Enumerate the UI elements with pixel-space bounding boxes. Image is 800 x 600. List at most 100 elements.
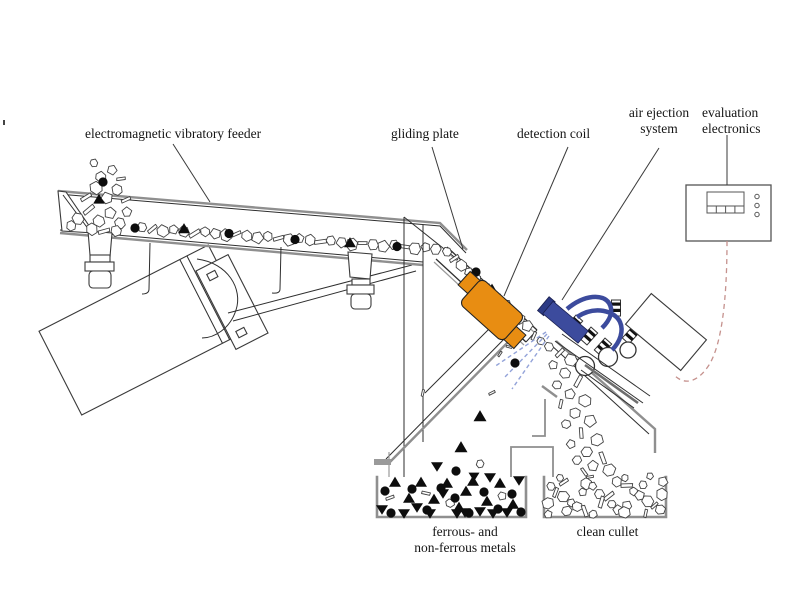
metals-bin-contents-piece xyxy=(450,493,460,503)
cullet-bin-contents-piece xyxy=(634,489,645,501)
cullet-bin-contents-piece xyxy=(543,509,553,519)
cullet-bin-contents-piece xyxy=(606,500,617,509)
cullet-stream-piece xyxy=(561,419,572,429)
material-on-feeder-piece xyxy=(392,241,402,252)
material-on-plate-piece xyxy=(441,246,453,257)
metals-bin-contents-piece xyxy=(474,507,486,517)
metals-bin-contents-piece xyxy=(487,509,499,519)
air-ejection-label-line1: air ejection xyxy=(628,105,690,120)
cullet-bin-contents-piece xyxy=(611,476,622,488)
cullet-bin-contents-piece xyxy=(597,495,605,509)
cullet-bin-contents-piece xyxy=(588,481,598,491)
metals-bin-contents-piece xyxy=(403,492,415,503)
cullet-stream-piece xyxy=(578,427,584,439)
metals-bin-label: ferrous- and non-ferrous metals xyxy=(390,524,540,556)
frame-rail xyxy=(227,264,413,314)
cullet-bin-contents-piece xyxy=(638,480,648,490)
valve-fitting-piece xyxy=(611,308,621,312)
cullet-bin-contents-piece xyxy=(641,495,655,508)
cullet-bin-contents-piece xyxy=(580,504,589,518)
cullet-pile-piece xyxy=(89,180,103,196)
metals-bin-contents-piece xyxy=(494,477,506,488)
feeder-support xyxy=(346,251,375,310)
material-on-feeder-piece xyxy=(263,230,273,242)
material-on-feeder-piece xyxy=(130,223,140,233)
cullet-bin-contents-piece xyxy=(656,487,668,502)
cullet-bin-contents-piece xyxy=(617,506,631,519)
metals-bin-contents-piece xyxy=(389,476,401,487)
cullet-stream-piece xyxy=(571,455,583,465)
spring-hanger xyxy=(271,246,282,294)
evaluation-label-line1: evaluation xyxy=(702,105,759,120)
metals-bin-contents-piece xyxy=(501,508,513,518)
detection-coil-label: detection coil xyxy=(517,126,591,141)
cullet-bin-contents-piece xyxy=(578,487,587,497)
cullet-bin-contents-piece xyxy=(654,504,667,515)
cullet-bin-contents-piece xyxy=(556,491,571,503)
metals-bin-contents-piece xyxy=(376,505,388,515)
material-on-feeder xyxy=(130,222,442,256)
cullet-stream-piece xyxy=(543,341,555,352)
air-ejection-label: air ejection system xyxy=(617,105,701,137)
metals-bin-contents-piece xyxy=(460,485,472,496)
material-on-feeder-piece xyxy=(224,228,234,239)
cullet-pile-piece xyxy=(120,196,132,204)
cullet-bin-contents-piece xyxy=(588,509,598,519)
material-on-feeder-piece xyxy=(430,243,442,255)
ejected-metal-stream-piece xyxy=(488,389,496,396)
cullet-stream-piece xyxy=(558,398,564,410)
signal-cable xyxy=(673,240,728,382)
cullet-stream-piece xyxy=(573,374,584,389)
material-on-feeder-piece xyxy=(357,241,368,245)
cullet-stream-piece xyxy=(602,463,617,477)
stray-mark xyxy=(3,120,5,125)
material-on-plate-piece xyxy=(449,253,460,264)
cullet-pile-piece xyxy=(97,227,111,235)
indicator-led xyxy=(754,202,760,209)
deflector-lip xyxy=(541,385,558,398)
valve-fitting xyxy=(593,337,613,357)
air-ejection-label-line2: system xyxy=(640,121,678,136)
metals-bin-contents-piece xyxy=(398,509,410,519)
metals-bin-contents xyxy=(376,473,526,519)
cullet-bin-contents-piece xyxy=(555,473,565,482)
spring-hanger xyxy=(141,242,151,295)
evaluation-electronics-label: evaluation electronics xyxy=(702,105,760,137)
display xyxy=(706,191,745,207)
metals-bin-contents-piece xyxy=(385,494,395,501)
cullet-stream-piece xyxy=(587,459,599,472)
metals-bin-contents-piece xyxy=(507,498,519,509)
metals-bin-contents-piece xyxy=(407,484,417,494)
material-on-feeder-piece xyxy=(251,231,265,245)
material-on-feeder-piece xyxy=(377,239,391,253)
metals-bin-contents-piece xyxy=(484,473,496,483)
material-on-feeder-piece xyxy=(231,230,242,238)
material-on-feeder-piece xyxy=(304,233,316,247)
valve-terminal-box xyxy=(624,292,708,372)
cullet-pile-piece xyxy=(86,222,98,237)
gliding-plate-label: gliding plate xyxy=(391,126,459,141)
feeder-support xyxy=(84,230,115,289)
splitter-wall xyxy=(388,336,514,464)
cullet-bin-contents-piece xyxy=(586,474,594,479)
material-on-feeder-piece xyxy=(136,222,148,233)
cullet-stream-piece xyxy=(564,388,576,400)
material-on-feeder-piece xyxy=(147,223,158,235)
material-on-feeder-piece xyxy=(420,242,430,253)
cullet-stream-piece xyxy=(548,360,558,370)
cullet-stream-piece xyxy=(578,394,592,408)
material-on-feeder-piece xyxy=(335,237,348,249)
cullet-stream xyxy=(543,341,617,477)
metals-bin-contents-piece xyxy=(380,486,390,496)
ejected-metal-stream-piece xyxy=(475,459,485,469)
valve-fitting-piece xyxy=(629,327,639,337)
ejected-metal-stream-piece xyxy=(468,472,480,482)
cullet-pile-piece xyxy=(66,220,77,232)
cullet-pile-piece xyxy=(106,164,118,176)
evaluation-electronics-unit xyxy=(673,184,772,382)
cullet-pile-piece xyxy=(110,225,122,238)
air-hose xyxy=(575,308,624,352)
ejected-metal-stream-piece xyxy=(497,350,503,358)
bin-partition xyxy=(510,446,554,477)
